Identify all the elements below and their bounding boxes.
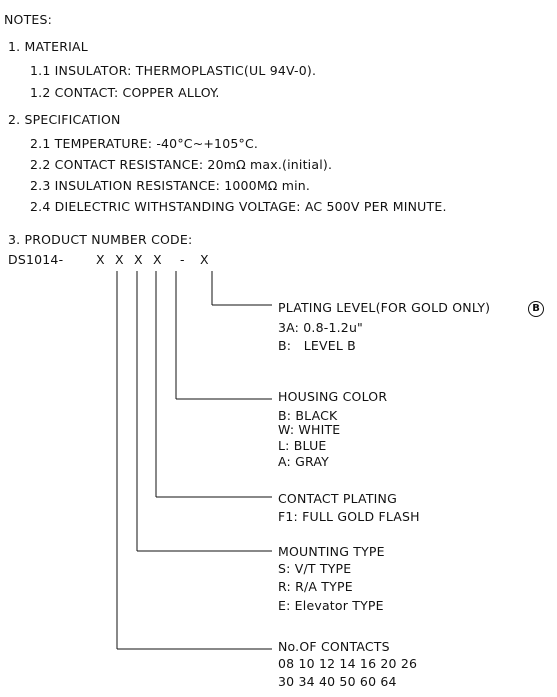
code-placeholder-4: X bbox=[153, 252, 162, 267]
contacts-count-values: 30 34 40 50 60 64 bbox=[278, 674, 397, 689]
plating-level-title: PLATING LEVEL(FOR GOLD ONLY) bbox=[278, 300, 491, 315]
housing-color-option: W: WHITE bbox=[278, 422, 341, 437]
housing-color-title: HOUSING COLOR bbox=[278, 389, 388, 404]
material-item-contact: 1.2 CONTACT: COPPER ALLOY. bbox=[30, 85, 220, 100]
plating-level-badge: B bbox=[528, 301, 544, 317]
spec-item-insulation-resistance: 2.3 INSULATION RESISTANCE: 1000MΩ min. bbox=[30, 178, 311, 193]
mounting-type-option: R: R/A TYPE bbox=[278, 579, 353, 594]
code-placeholder-1: X bbox=[96, 252, 105, 267]
mounting-type-option: S: V/T TYPE bbox=[278, 561, 352, 576]
product-code-prefix: DS1014- bbox=[8, 252, 64, 267]
specification-heading: 2. SPECIFICATION bbox=[8, 112, 121, 127]
product-code-heading: 3. PRODUCT NUMBER CODE: bbox=[8, 232, 193, 247]
plating-level-option: B: LEVEL B bbox=[278, 338, 356, 353]
spec-item-temperature: 2.1 TEMPERATURE: -40°C~+105°C. bbox=[30, 136, 259, 151]
contacts-count-title: No.OF CONTACTS bbox=[278, 639, 390, 654]
contact-plating-option: F1: FULL GOLD FLASH bbox=[278, 509, 420, 524]
plating-level-option: 3A: 0.8-1.2u" bbox=[278, 320, 364, 335]
spec-item-contact-resistance: 2.2 CONTACT RESISTANCE: 20mΩ max.(initia… bbox=[30, 157, 333, 172]
code-dash: - bbox=[180, 252, 185, 267]
contacts-count-values: 08 10 12 14 16 20 26 bbox=[278, 656, 418, 671]
housing-color-option: B: BLACK bbox=[278, 408, 338, 423]
mounting-type-title: MOUNTING TYPE bbox=[278, 544, 385, 559]
housing-color-option: A: GRAY bbox=[278, 454, 329, 469]
housing-color-option: L: BLUE bbox=[278, 438, 327, 453]
material-item-insulator: 1.1 INSULATOR: THERMOPLASTIC(UL 94V-0). bbox=[30, 63, 317, 78]
spec-item-dielectric: 2.4 DIELECTRIC WITHSTANDING VOLTAGE: AC … bbox=[30, 199, 447, 214]
notes-title: NOTES: bbox=[4, 12, 53, 27]
contact-plating-title: CONTACT PLATING bbox=[278, 491, 397, 506]
code-placeholder-5: X bbox=[200, 252, 209, 267]
material-heading: 1. MATERIAL bbox=[8, 39, 88, 54]
code-placeholder-3: X bbox=[134, 252, 143, 267]
code-placeholder-2: X bbox=[115, 252, 124, 267]
mounting-type-option: E: Elevator TYPE bbox=[278, 598, 384, 613]
